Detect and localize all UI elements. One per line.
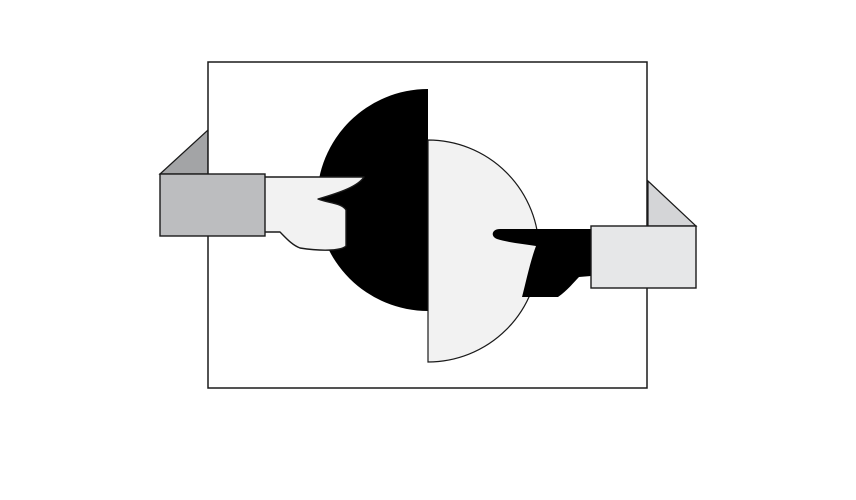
right-cuff bbox=[590, 225, 697, 289]
right-hand bbox=[492, 229, 591, 297]
left-hand bbox=[263, 176, 365, 251]
dark-half-circle bbox=[317, 89, 428, 311]
left-cuff bbox=[159, 173, 266, 237]
